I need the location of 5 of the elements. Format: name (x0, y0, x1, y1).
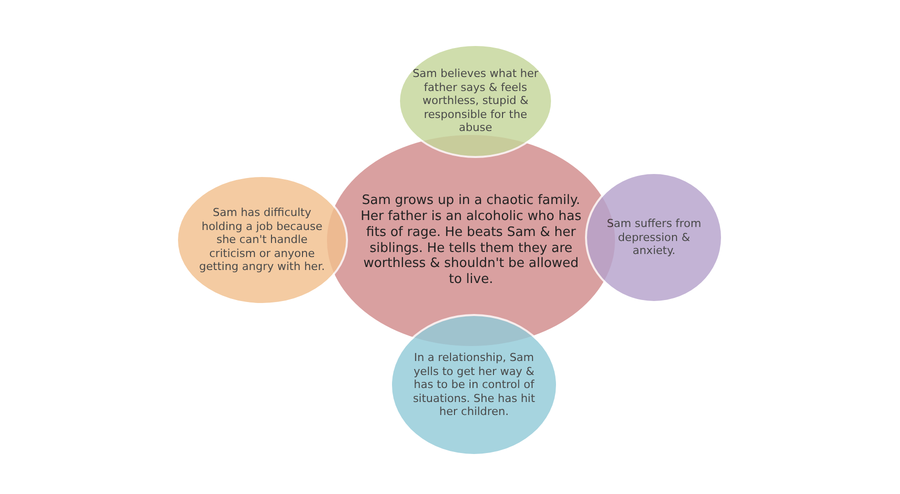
node-text: Sam believes what her father says & feels worthless, stupid & responsible for the abuse (412, 67, 540, 135)
node-text: Sam has difficulty holding a job because she can't handle criticism or anyone getting angry with her. (198, 206, 326, 274)
node-text: Sam grows up in a chaotic family. Her father is an alcoholic who has fits of rage. He beats Sam & her siblings. He tells them they are worthless & shouldn't be allowed to live. (360, 192, 582, 288)
node-text: Sam suffers from depression & anxiety. (606, 217, 702, 258)
node-text: In a relationship, Sam yells to get her way & has to be in control of situations. She has hit her children. (412, 351, 536, 419)
